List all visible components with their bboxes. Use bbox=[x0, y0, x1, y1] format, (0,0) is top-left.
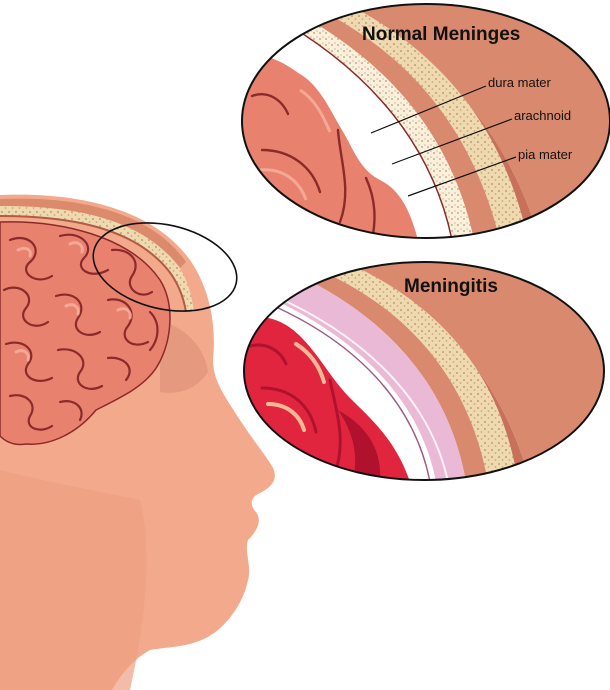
brain bbox=[0, 221, 171, 446]
label-dura-mater: dura mater bbox=[488, 75, 552, 90]
head-illustration bbox=[0, 194, 275, 690]
label-pointers bbox=[370, 85, 517, 197]
brain-shadow bbox=[160, 320, 208, 393]
brain-highlights bbox=[14, 241, 132, 362]
normal-inset-outline bbox=[241, 3, 610, 239]
meningitis-inset-outline bbox=[243, 261, 605, 481]
label-arachnoid: arachnoid bbox=[514, 108, 571, 123]
focus-ellipse bbox=[92, 222, 238, 312]
neck-shadow bbox=[0, 470, 147, 690]
meningitis-inset: Meningitis bbox=[243, 261, 605, 481]
normal-meninges-inset: Normal Meninges dura mater arachnoid pia… bbox=[241, 3, 610, 239]
dura-line bbox=[0, 215, 187, 313]
brain-folds bbox=[2, 233, 159, 431]
normal-inset-title: Normal Meninges bbox=[362, 24, 520, 45]
scalp-band bbox=[0, 198, 186, 268]
label-pia-mater: pia mater bbox=[518, 147, 573, 162]
meningitis-inset-title: Meningitis bbox=[404, 276, 498, 297]
